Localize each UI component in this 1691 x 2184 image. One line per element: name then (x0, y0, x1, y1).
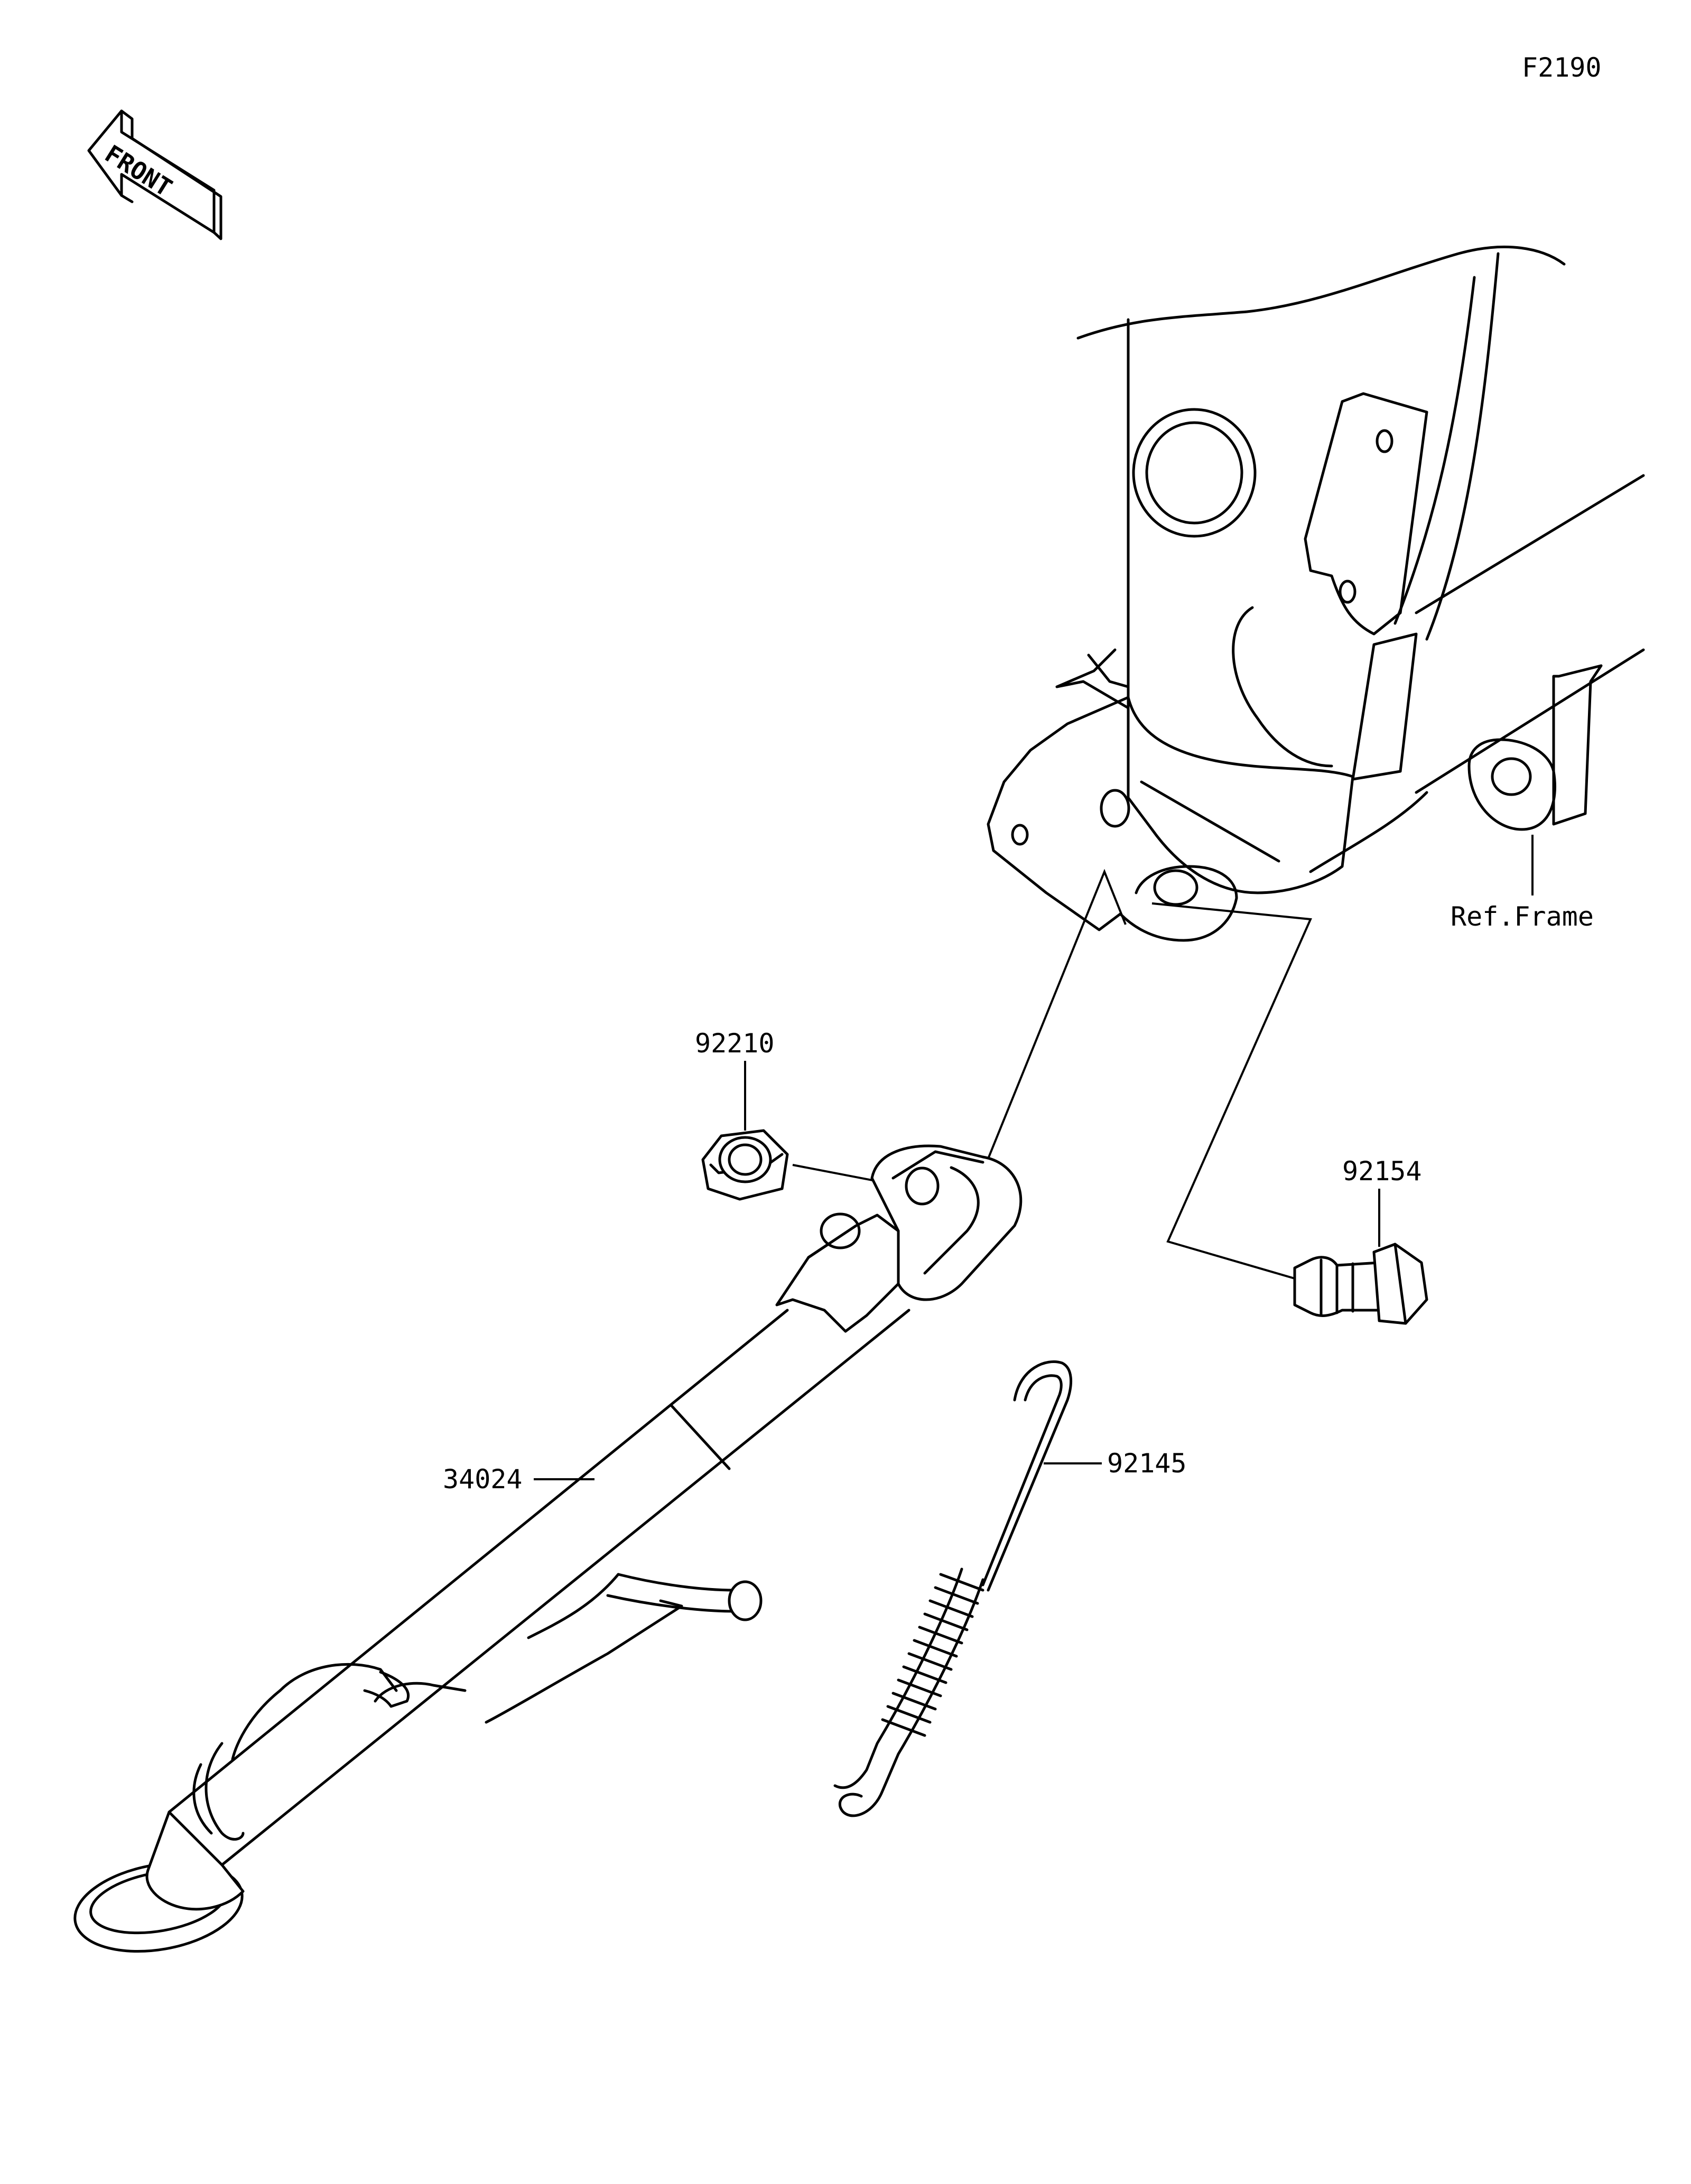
part-92210-nut (701, 1061, 931, 1201)
part-92145-spring (833, 1360, 1102, 1817)
part-34024-side-stand (73, 1144, 1023, 1953)
frame-reference (987, 245, 1645, 942)
part-92154-bolt (1293, 1189, 1428, 1325)
front-direction-arrow-icon: FRONT (87, 109, 222, 240)
assembly-guide-lines (979, 869, 1312, 1280)
callout-92145: 92145 (1107, 1448, 1187, 1479)
callout-92210: 92210 (695, 1028, 775, 1059)
callout-34024: 34024 (443, 1464, 523, 1495)
callout-ref-frame: Ref.Frame (1451, 901, 1594, 932)
callout-92154: 92154 (1342, 1156, 1422, 1187)
spring-coils (881, 1573, 984, 1737)
figure-code: F2190 (1522, 52, 1602, 83)
